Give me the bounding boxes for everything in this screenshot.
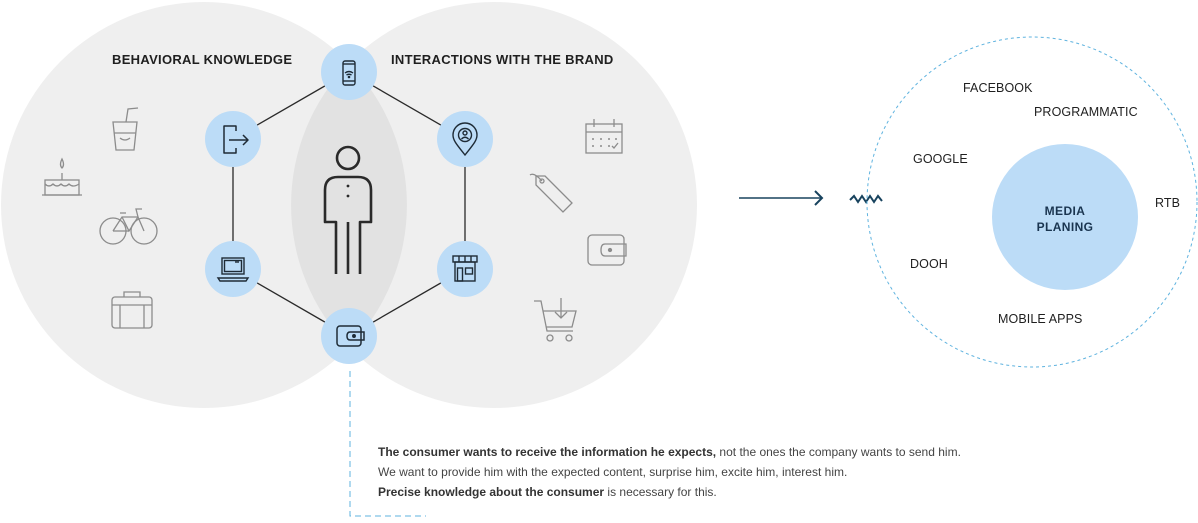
caption-line-3-rest: is necessary for this.	[604, 485, 717, 499]
caption-line-2: We want to provide him with the expected…	[378, 465, 848, 479]
drink-cup-icon	[112, 107, 139, 151]
shopping-cart-icon	[534, 298, 577, 342]
node-wallet	[321, 308, 377, 364]
wallet-gray-icon	[587, 234, 627, 266]
behavioral-knowledge-title: BEHAVIORAL KNOWLEDGE	[112, 52, 293, 67]
left-venn-circle	[1, 2, 407, 408]
channel-programmatic: PROGRAMMATIC	[1034, 105, 1138, 119]
right-venn-circle	[291, 2, 697, 408]
suitcase-icon	[111, 291, 153, 329]
login-door-icon	[223, 125, 249, 154]
birthday-cake-icon	[42, 157, 82, 196]
media-planing-circle	[992, 144, 1138, 290]
node-login	[205, 111, 261, 167]
bicycle-icon	[99, 208, 158, 245]
caption-line-3: Precise knowledge about the consumer is …	[378, 482, 1038, 502]
node-smartphone	[321, 44, 377, 100]
channel-dooh: DOOH	[910, 257, 948, 271]
caption-connector	[349, 371, 426, 517]
consumer-person-icon	[323, 145, 373, 274]
node-laptop	[205, 241, 261, 297]
media-planing-line2: PLANING	[1036, 220, 1094, 234]
channel-mobile-apps: MOBILE APPS	[998, 312, 1083, 326]
smartphone-icon	[342, 60, 356, 86]
location-pin-user-icon	[452, 122, 478, 157]
venn-overlap	[291, 63, 407, 347]
media-channels-ring	[866, 36, 1198, 368]
caption-line-3-bold: Precise knowledge about the consumer	[378, 485, 605, 499]
price-tag-icon	[529, 173, 573, 213]
caption-line-1-rest: not the ones the company wants to send h…	[716, 445, 961, 459]
caption-text: The consumer wants to receive the inform…	[378, 442, 1038, 502]
caption-line-1-bold: The consumer wants to receive the inform…	[378, 445, 717, 459]
interactions-with-brand-title: INTERACTIONS WITH THE BRAND	[391, 52, 614, 67]
media-planing-line1: MEDIA	[1044, 204, 1086, 218]
channel-facebook: FACEBOOK	[963, 81, 1033, 95]
wallet-icon	[336, 325, 365, 347]
media-planing-label: MEDIA PLANING	[992, 203, 1138, 235]
channel-rtb: RTB	[1155, 196, 1181, 210]
caption-line-1: The consumer wants to receive the inform…	[378, 442, 1038, 462]
arrow-right-icon	[739, 190, 824, 206]
store-icon	[452, 255, 478, 282]
zigzag-icon	[849, 194, 883, 204]
channel-google: GOOGLE	[913, 152, 968, 166]
node-location	[437, 111, 493, 167]
node-store	[437, 241, 493, 297]
calendar-icon	[585, 119, 623, 154]
laptop-icon	[216, 257, 250, 282]
